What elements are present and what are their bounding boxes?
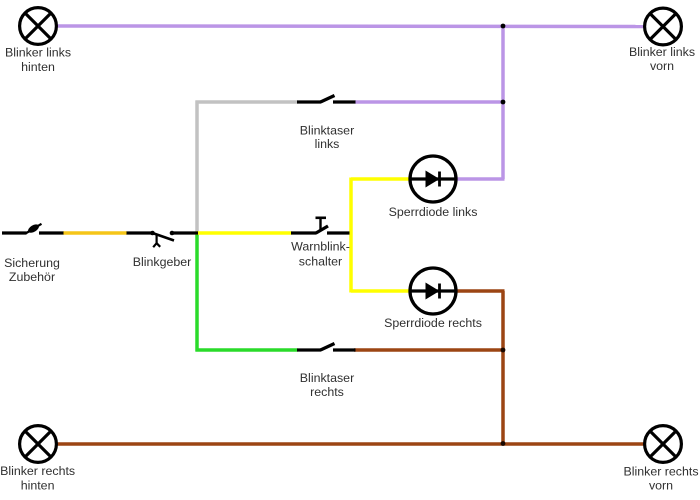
svg-text:schalter: schalter xyxy=(299,254,342,268)
svg-text:rechts: rechts xyxy=(310,385,344,399)
svg-text:Sperrdiode rechts: Sperrdiode rechts xyxy=(384,316,482,330)
svg-text:Blinktaser: Blinktaser xyxy=(300,123,354,137)
svg-text:links: links xyxy=(315,137,340,151)
svg-text:vorn: vorn xyxy=(650,59,674,73)
svg-text:Zubehör: Zubehör xyxy=(9,270,55,284)
svg-text:Warnblink-: Warnblink- xyxy=(291,240,350,254)
svg-text:Blinker links: Blinker links xyxy=(5,46,71,60)
svg-text:Blinkgeber: Blinkgeber xyxy=(133,255,192,269)
svg-text:vorn: vorn xyxy=(649,479,673,493)
svg-text:Sperrdiode links: Sperrdiode links xyxy=(389,205,478,219)
svg-text:Blinker rechts: Blinker rechts xyxy=(623,465,698,479)
svg-text:hinten: hinten xyxy=(21,478,55,492)
svg-text:Blinker links: Blinker links xyxy=(629,45,695,59)
svg-text:Sicherung: Sicherung xyxy=(4,256,60,270)
svg-text:Blinktaser: Blinktaser xyxy=(300,371,354,385)
svg-text:Blinker rechts: Blinker rechts xyxy=(0,464,75,478)
svg-text:hinten: hinten xyxy=(21,60,55,74)
